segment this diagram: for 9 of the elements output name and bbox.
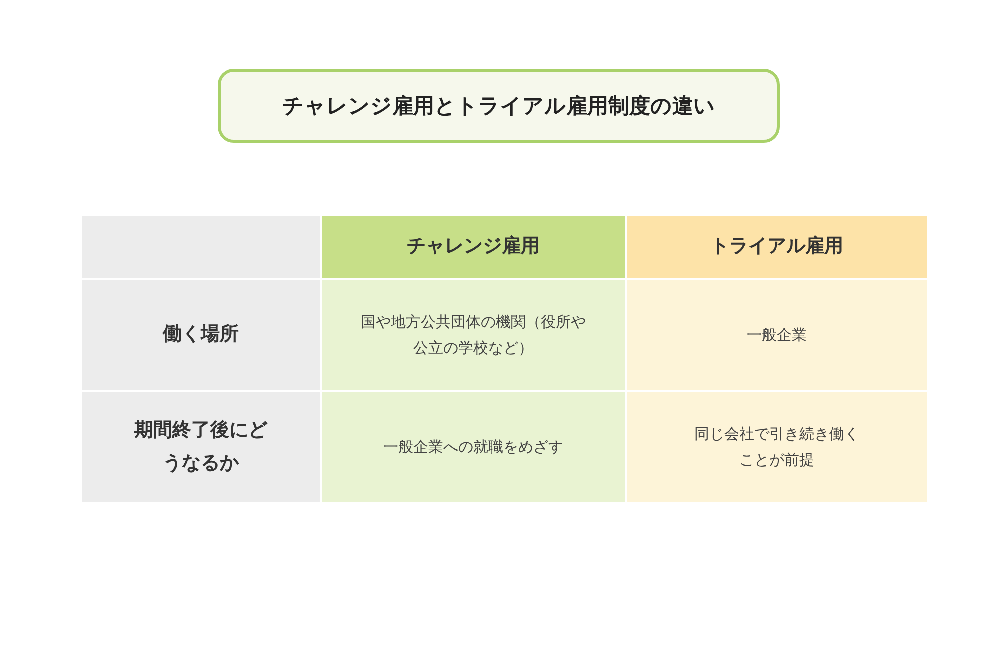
column-header: トライアル雇用	[710, 234, 844, 260]
table-cell-text: 同じ会社で引き続き働くことが前提	[694, 424, 860, 471]
table-cell-text: 国や地方公共団体の機関（役所や公立の学校など）	[360, 312, 587, 359]
row-header: 働く場所	[163, 322, 239, 348]
table-cell-text: 一般企業への就職をめざす	[384, 436, 564, 458]
row-header: 期間終了後にどうなるか	[134, 418, 269, 476]
column-header: チャレンジ雇用	[407, 234, 540, 260]
table-cell-text: 一般企業	[747, 324, 807, 346]
title: チャレンジ雇用とトライアル雇用制度の違い	[282, 93, 716, 120]
